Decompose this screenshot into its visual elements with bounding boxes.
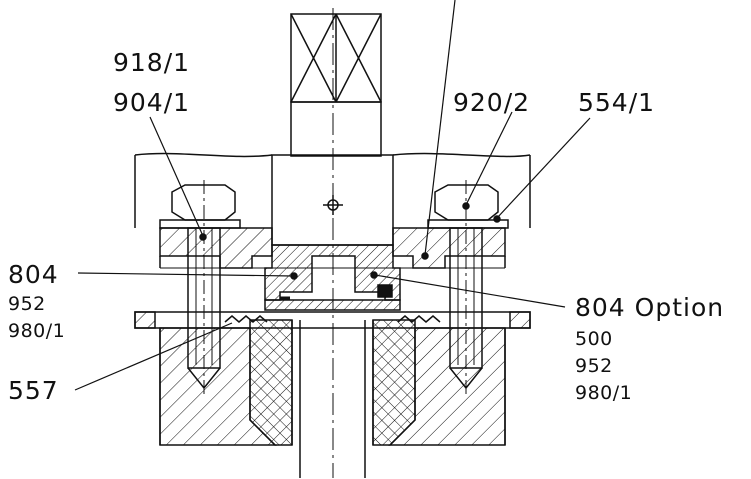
packing-right: [372, 319, 416, 446]
label-804-option: 804 Option: [575, 293, 725, 322]
label-804: 804: [8, 260, 59, 289]
leader-804: [77, 272, 294, 277]
label-500: 500: [575, 328, 613, 350]
label-920-2: 920/2: [453, 88, 531, 117]
leader-920-2: [465, 111, 513, 206]
bolt-left: [159, 180, 241, 395]
label-952-left: 952: [8, 293, 46, 315]
shaft: [290, 101, 382, 157]
thread-left: [224, 315, 268, 323]
frame-top-break-line: [134, 152, 531, 158]
label-952-right: 952: [575, 355, 613, 377]
flange-right: [392, 227, 506, 269]
flange-left: [159, 227, 273, 269]
label-904-1: 904/1: [113, 88, 191, 117]
label-918-1: 918/1: [113, 48, 191, 77]
packing-left: [249, 319, 293, 446]
label-554-1: 554/1: [578, 88, 656, 117]
seal-ring: [264, 244, 401, 301]
leader-804-option: [374, 274, 566, 308]
label-980-1-left: 980/1: [8, 320, 66, 342]
thread-right: [397, 315, 441, 323]
label-980-1-right: 980/1: [575, 382, 633, 404]
leader-top: [424, 0, 456, 256]
label-557: 557: [8, 376, 59, 405]
leader-554-1: [496, 117, 591, 219]
leader-904-1: [149, 116, 204, 237]
bolt-right: [427, 180, 509, 395]
leader-557: [74, 322, 233, 391]
